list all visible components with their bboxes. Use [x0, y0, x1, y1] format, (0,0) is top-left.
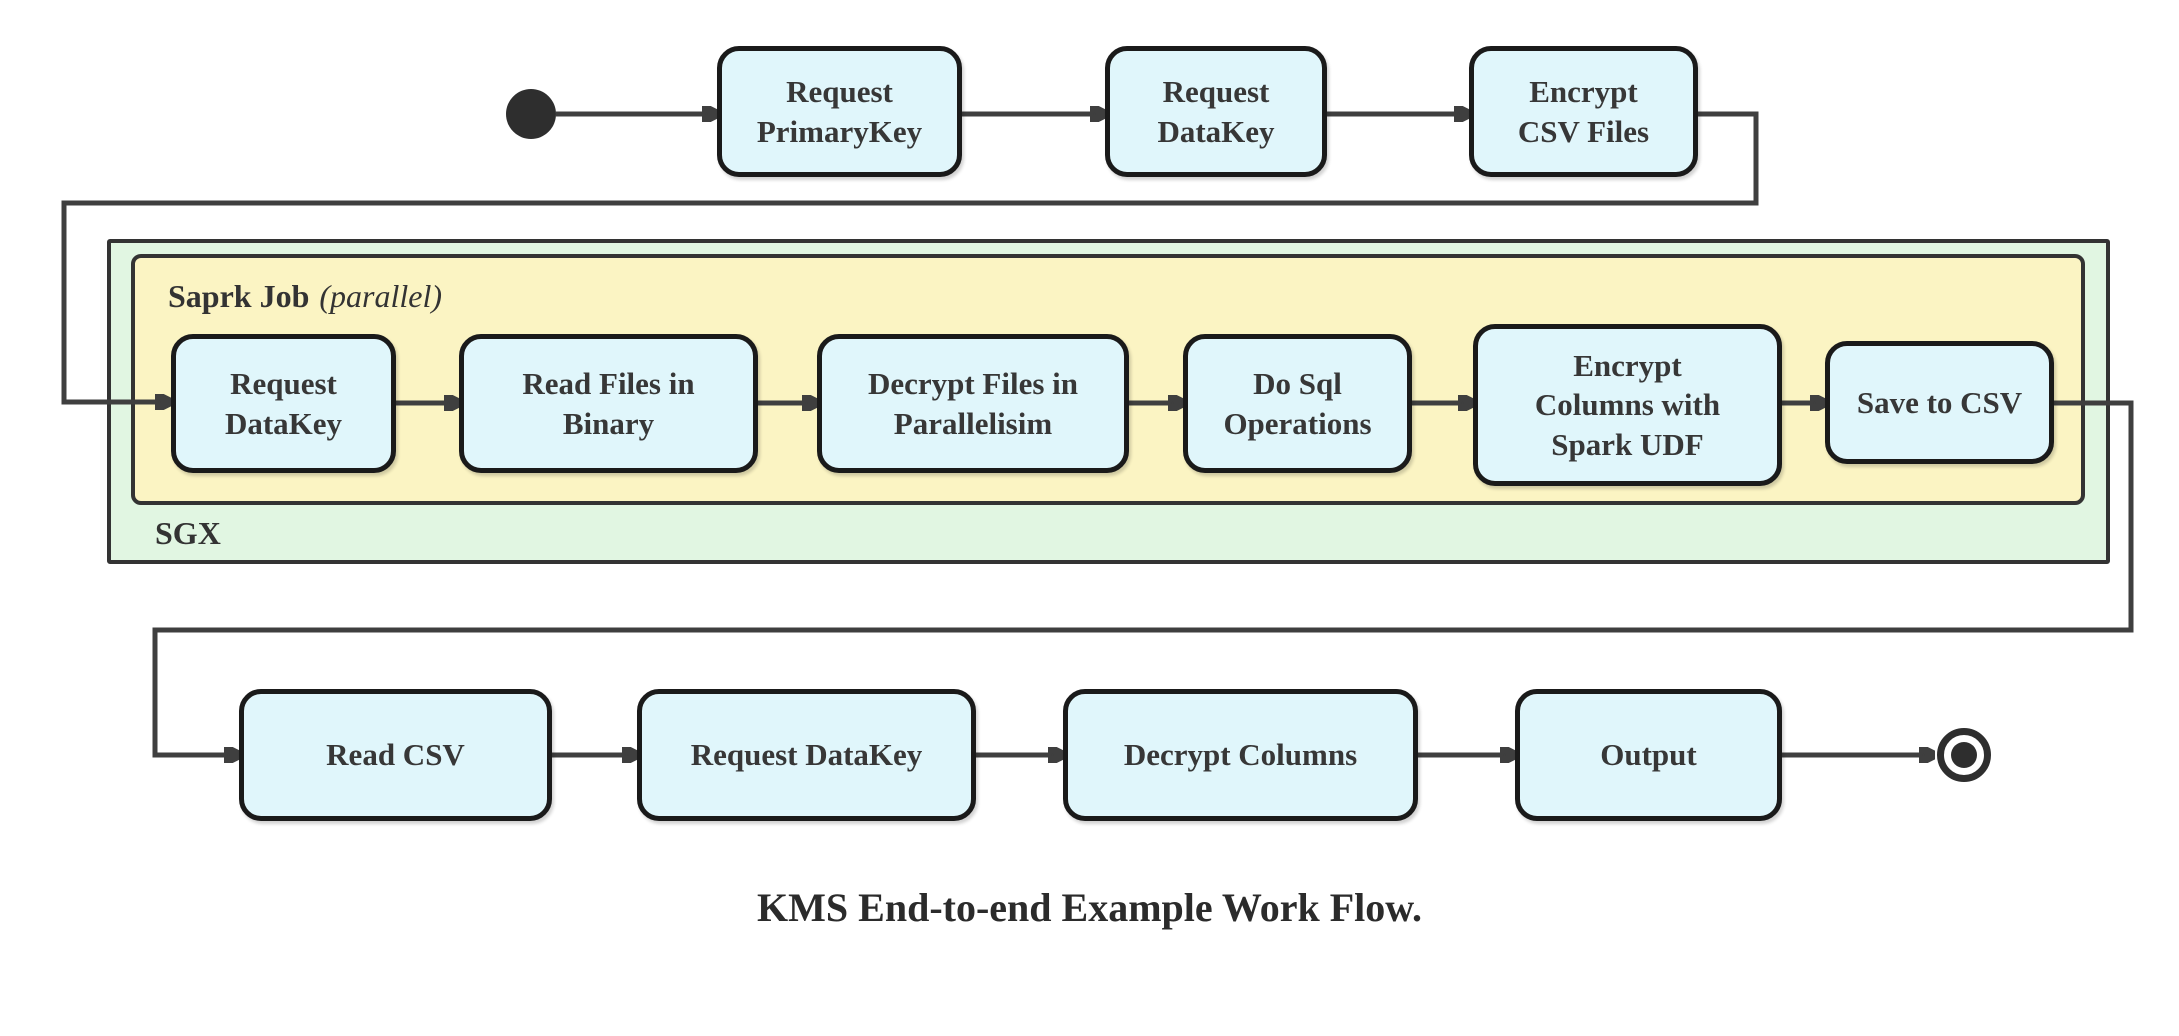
end-node-dot	[1951, 742, 1977, 768]
node-encrypt-csv-files: Encrypt CSV Files	[1469, 46, 1698, 177]
node-read-files-in-binary: Read Files in Binary	[459, 334, 758, 473]
sgx-label: SGX	[155, 515, 221, 551]
node-decrypt-columns: Decrypt Columns	[1063, 689, 1418, 821]
spark-job-qualifier: (parallel)	[319, 278, 443, 314]
spark-job-name: Saprk Job	[168, 278, 310, 314]
start-node	[506, 89, 556, 139]
diagram-caption: KMS End-to-end Example Work Flow.	[757, 885, 1422, 930]
node-do-sql-operations: Do Sql Operations	[1183, 334, 1412, 473]
spark-job-label: Saprk Job(parallel)	[168, 278, 442, 315]
node-read-csv: Read CSV	[239, 689, 552, 821]
node-request-primarykey: Request PrimaryKey	[717, 46, 962, 177]
node-save-to-csv: Save to CSV	[1825, 341, 2054, 464]
node-request-datakey-bottom: Request DataKey	[637, 689, 976, 821]
node-output: Output	[1515, 689, 1782, 821]
end-node	[1937, 728, 1991, 782]
node-spark-request-datakey: Request DataKey	[171, 334, 396, 473]
node-encrypt-columns-with-spark-udf: Encrypt Columns with Spark UDF	[1473, 324, 1782, 486]
node-decrypt-files-in-parallelisim: Decrypt Files in Parallelisim	[817, 334, 1129, 473]
node-request-datakey-top: Request DataKey	[1105, 46, 1327, 177]
